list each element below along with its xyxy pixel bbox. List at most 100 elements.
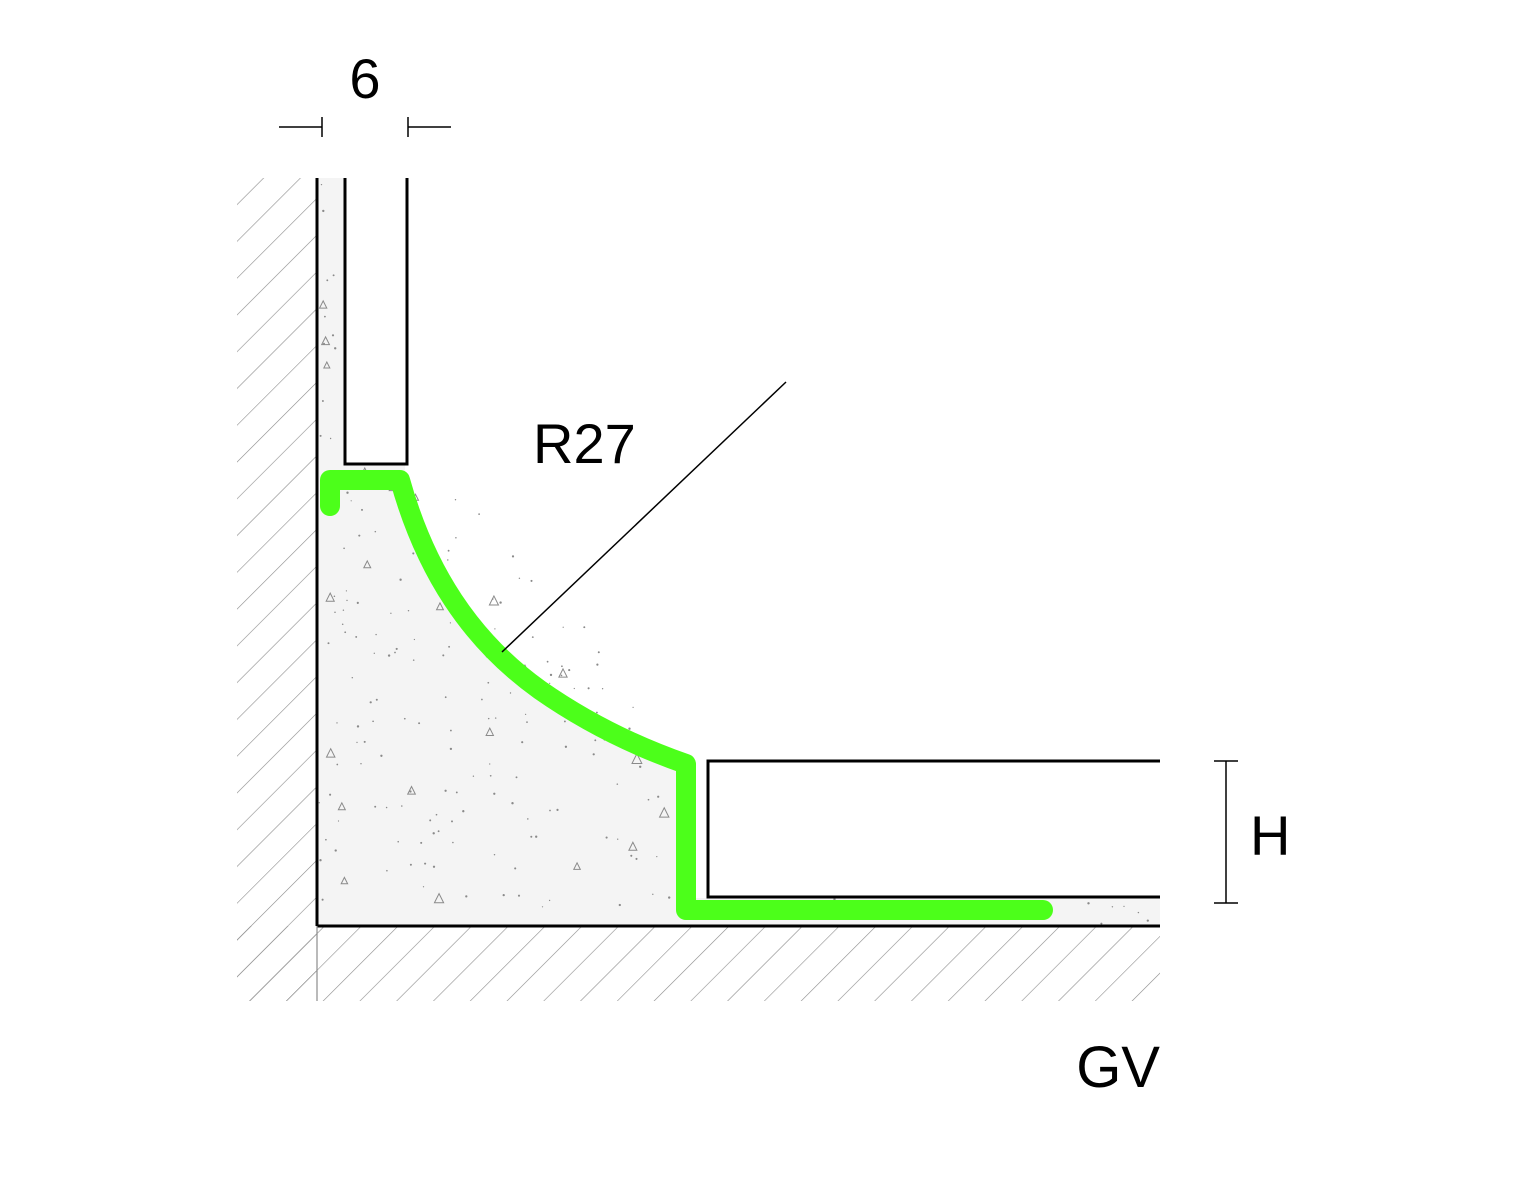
speckle-dot bbox=[541, 906, 544, 908]
speckle-dot bbox=[481, 698, 483, 701]
speckle-dot bbox=[373, 652, 375, 654]
speckle-dot bbox=[342, 609, 345, 611]
speckle-dot bbox=[531, 636, 534, 639]
speckle-dot bbox=[573, 687, 575, 690]
speckle-dot bbox=[422, 886, 425, 888]
speckle-dot bbox=[494, 628, 496, 630]
speckle-dot bbox=[412, 659, 415, 661]
speckle-triangle bbox=[406, 785, 417, 795]
speckle-dot bbox=[563, 720, 566, 723]
speckle-dot bbox=[385, 806, 388, 809]
speckle-triangle bbox=[488, 594, 500, 606]
speckle-dot bbox=[397, 840, 399, 843]
speckle-dot bbox=[401, 805, 403, 807]
speckle-dot bbox=[549, 673, 553, 677]
speckle-triangle bbox=[363, 559, 372, 569]
speckle-dot bbox=[350, 500, 352, 502]
speckle-triangle bbox=[628, 841, 638, 851]
speckle-dot bbox=[556, 808, 559, 811]
speckle-dot bbox=[583, 626, 586, 629]
height-dimension bbox=[1214, 760, 1238, 904]
speckle-dot bbox=[437, 830, 440, 833]
speckle-triangle bbox=[658, 806, 670, 818]
height-label: H bbox=[1250, 804, 1290, 867]
speckle-dot bbox=[444, 789, 447, 792]
speckle-dot bbox=[403, 717, 406, 720]
speckle-triangle bbox=[340, 876, 349, 885]
speckle-dot bbox=[617, 838, 619, 840]
speckle-dot bbox=[448, 645, 451, 648]
speckle-dot bbox=[375, 633, 377, 636]
speckle-dot bbox=[1087, 902, 1090, 905]
speckle-dot bbox=[616, 783, 619, 785]
speckle-dot bbox=[494, 717, 497, 719]
speckle-dot bbox=[319, 859, 322, 862]
speckle-triangle bbox=[320, 335, 331, 346]
speckle-dot bbox=[1137, 911, 1140, 914]
joint-width-label: 6 bbox=[349, 47, 380, 110]
speckle-dot bbox=[442, 654, 445, 657]
speckle-dot bbox=[455, 537, 457, 539]
speckle-dot bbox=[375, 698, 378, 701]
speckle-dot bbox=[325, 838, 327, 841]
speckle-dot bbox=[429, 819, 432, 822]
speckle-dot bbox=[432, 865, 436, 868]
speckle-dot bbox=[322, 209, 325, 213]
speckle-dot bbox=[549, 809, 551, 812]
speckle-dot bbox=[334, 347, 337, 350]
speckle-dot bbox=[487, 717, 490, 720]
speckle-dot bbox=[345, 590, 348, 592]
speckle-dot bbox=[587, 687, 590, 690]
speckle-dot bbox=[449, 622, 452, 624]
speckle-dot bbox=[493, 853, 496, 856]
speckle-dot bbox=[320, 183, 323, 186]
speckle-triangle bbox=[433, 892, 445, 904]
speckle-dot bbox=[562, 626, 564, 628]
profile-code-label: GV bbox=[1076, 1035, 1160, 1100]
speckle-dot bbox=[521, 741, 524, 744]
floor-substrate-hatch bbox=[237, 926, 1160, 1001]
speckle-dot bbox=[380, 754, 383, 757]
cove-profile bbox=[320, 470, 1053, 920]
speckle-dot bbox=[635, 857, 638, 860]
speckle-dot bbox=[548, 899, 551, 902]
speckle-triangle bbox=[318, 299, 328, 309]
speckle-dot bbox=[363, 740, 366, 743]
speckle-dot bbox=[560, 674, 563, 677]
speckle-dot bbox=[493, 792, 496, 795]
speckle-dot bbox=[356, 601, 359, 605]
speckle-triangle bbox=[558, 667, 568, 678]
speckle-dot bbox=[346, 491, 349, 494]
speckle-dot bbox=[449, 747, 453, 751]
speckle-dot bbox=[639, 765, 642, 768]
speckle-dot bbox=[455, 791, 458, 794]
speckle-dot bbox=[568, 669, 571, 672]
speckle-dot bbox=[1100, 922, 1103, 925]
speckle-triangle bbox=[325, 592, 336, 602]
speckle-dot bbox=[632, 706, 634, 709]
speckle-dot bbox=[321, 898, 324, 901]
adhesive-bed bbox=[317, 178, 1160, 926]
speckle-dot bbox=[412, 552, 415, 555]
speckle-dot bbox=[336, 722, 338, 724]
speckle-dot bbox=[618, 903, 621, 907]
speckle-dot bbox=[647, 798, 650, 801]
speckle-triangle bbox=[337, 801, 347, 811]
speckle-dot bbox=[656, 855, 658, 858]
speckle-dot bbox=[341, 623, 344, 626]
speckle-dot bbox=[372, 720, 374, 723]
speckle-dot bbox=[318, 802, 320, 804]
speckle-dot bbox=[472, 775, 475, 777]
speckle-dot bbox=[489, 774, 492, 777]
speckle-dot bbox=[409, 863, 412, 866]
speckle-dot bbox=[444, 696, 447, 699]
speckle-dot bbox=[331, 334, 335, 337]
speckle-dot bbox=[344, 631, 347, 634]
speckle-dot bbox=[326, 279, 329, 282]
speckle-dot bbox=[546, 660, 549, 663]
speckle-dot bbox=[526, 721, 528, 723]
speckle-dot bbox=[1111, 906, 1114, 908]
speckle-dot bbox=[465, 895, 468, 898]
radius-label: R27 bbox=[533, 412, 636, 475]
speckle-dot bbox=[321, 400, 324, 402]
